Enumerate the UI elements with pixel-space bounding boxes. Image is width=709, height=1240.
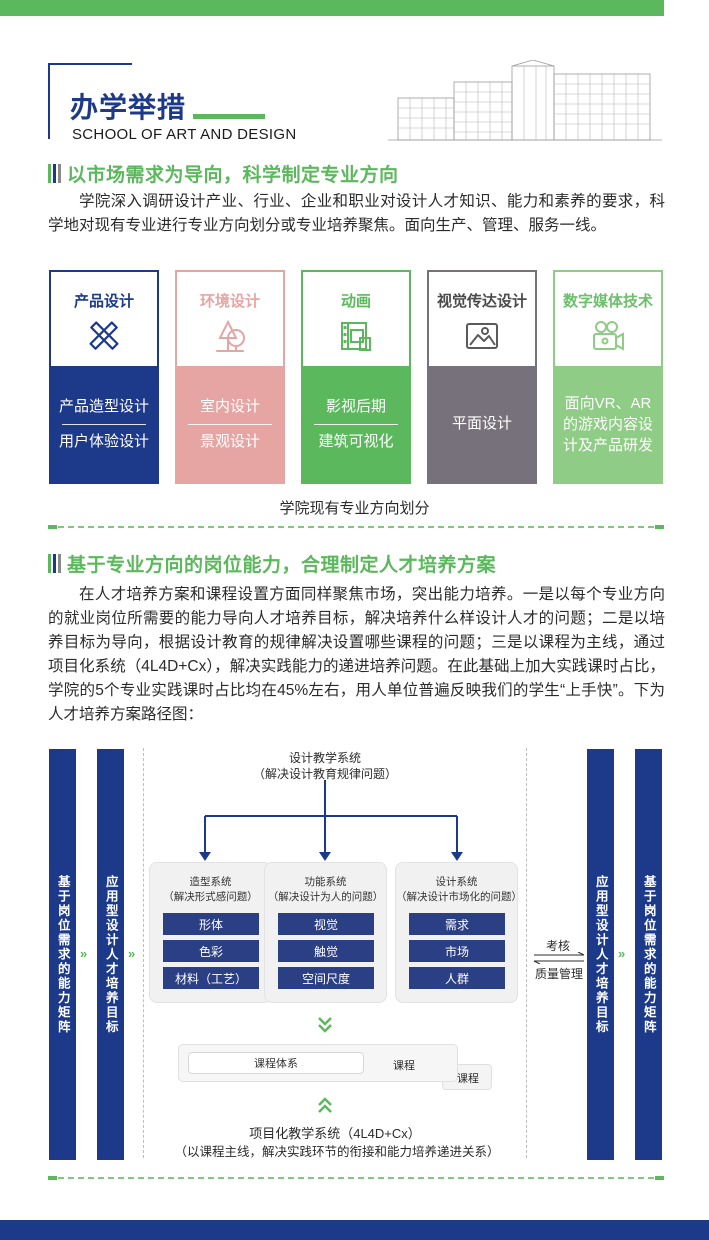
header-frame-vertical [48,63,50,139]
function-system-box: 功能系统 （解决设计为人的问题） 视觉 触觉 空间尺度 [264,862,387,1003]
section1-heading: 以市场需求为导向，科学制定专业方向 [48,161,399,186]
system-item: 视觉 [278,913,374,935]
section2-title: 基于专业方向的岗位能力，合理制定人才培养方案 [67,554,497,576]
card-title: 视觉传达设计 [436,293,527,310]
title-underline [193,114,265,119]
system-item: 需求 [409,913,505,935]
pencil-ruler-icon [89,321,119,350]
system-item: 人群 [409,967,505,989]
chevron-right-icon: » [618,946,626,961]
double-arrow-icon [533,952,585,964]
dashed-divider [48,1177,664,1179]
system-title: 设计系统 [435,876,478,888]
assessment-label: 考核 [545,939,570,953]
project-teaching-title: 项目化教学系统（4L4D+Cx） [249,1126,421,1141]
top-accent-bar [0,0,664,16]
card-bottom: 影视后期 建筑可视化 [303,366,409,482]
project-teaching-sub: （以课程主线，解决实践环节的衔接和能力培养递进关系） [174,1145,500,1159]
card-line: 景观设计 [199,432,260,450]
page-subtitle: SCHOOL OF ART AND DESIGN [72,126,297,143]
system-item: 色彩 [163,940,259,962]
connector-arrows-icon [199,780,463,861]
card-product-design: 产品设计 产品造型设计 用户体验设计 [49,270,159,484]
left-outer-column: 基于岗位需求的能力矩阵 [49,749,76,1160]
divider-cap [48,525,57,529]
picture-icon [466,323,498,349]
chevron-right-icon: » [128,946,136,961]
section2-heading: 基于专业方向的岗位能力，合理制定人才培养方案 [48,551,497,576]
card-bottom: 产品造型设计 用户体验设计 [51,366,157,482]
right-outer-column: 基于岗位需求的能力矩阵 [635,749,662,1160]
design-teaching-sub: （解决设计教育规律问题） [252,767,397,781]
card-bottom: 面向VR、AR的游戏内容设计及产品研发 [555,366,661,482]
system-item: 触觉 [278,940,374,962]
section1-paragraph: 学院深入调研设计产业、行业、企业和职业对设计人才知识、能力和素养的要求，科学地对… [48,193,665,234]
design-teaching-title: 设计教学系统 [288,751,361,765]
tree-icon [216,319,245,352]
section1-bars-icon [48,163,61,183]
card-line: 平面设计 [451,415,512,432]
card-bottom: 平面设计 [429,366,535,482]
card-bottom: 室内设计 景观设计 [177,366,283,482]
card-digital-media: 数字媒体技术 面向VR、AR的游戏内容设计及产品研发 [553,270,663,484]
system-item: 空间尺度 [278,967,374,989]
camera-icon [593,321,624,351]
chevron-right-icon: » [80,946,88,961]
card-divider [187,423,273,425]
section2-paragraph: 在人才培养方案和课程设置方面同样聚焦市场，突出能力培养。一是以每个专业方向的就业… [48,586,665,723]
course-label: 课程 [457,1073,479,1085]
card-divider [61,423,147,425]
left-inner-column: 应用型设计人才培养目标 [97,749,124,1160]
card-line: 产品造型设计 [58,397,149,415]
system-item: 材料（工艺） [163,967,259,989]
left-inner-label: 应用型设计人才培养目标 [103,874,118,1035]
system-title: 功能系统 [304,876,347,888]
card-line: 建筑可视化 [318,432,394,450]
right-outer-label: 基于岗位需求的能力矩阵 [641,874,656,1035]
card-animation: 动画 影视后期 建筑可视化 [301,270,411,484]
card-line: 室内设计 [199,397,260,415]
card-title: 动画 [340,293,371,310]
page-title: 办学举措 [70,92,187,123]
course-label: 课程 [393,1060,415,1072]
section2-bars-icon [48,553,61,573]
card-line: 面向VR、AR的游戏内容设计及产品研发 [562,394,653,454]
right-inner-column: 应用型设计人才培养目标 [587,749,614,1160]
header-frame-horizontal [48,63,132,65]
dashed-divider [48,526,664,528]
bottom-accent-bar [0,1220,709,1240]
film-icon [341,322,371,351]
system-item: 市场 [409,940,505,962]
design-system-box: 设计系统 （解决设计市场化的问题） 需求 市场 人群 [395,862,522,1003]
divider-cap [655,525,664,529]
card-title: 产品设计 [73,293,134,310]
card-visual-communication: 视觉传达设计 平面设计 [427,270,537,484]
left-outer-label: 基于岗位需求的能力矩阵 [55,874,70,1035]
building-sketch-icon [388,60,662,141]
card-line: 用户体验设计 [58,432,149,450]
chevron-down-icon [318,1017,332,1033]
system-item: 形体 [163,913,259,935]
course-system-box: 课程体系 [188,1052,364,1074]
cards-caption: 学院现有专业方向划分 [279,500,430,517]
modeling-system-box: 造型系统 （解决形式感问题） 形体 色彩 材料（工艺） [149,862,272,1003]
divider-cap [655,1176,664,1180]
divider-cap [48,1176,57,1180]
system-sub: （解决形式感问题） [163,891,258,903]
quality-label: 质量管理 [534,967,583,981]
section1-title: 以市场需求为导向，科学制定专业方向 [67,164,399,186]
right-inner-label: 应用型设计人才培养目标 [593,874,608,1035]
system-sub: （解决设计市场化的问题） [396,891,522,903]
card-line: 影视后期 [325,397,386,415]
card-title: 环境设计 [199,293,260,310]
card-divider [313,423,399,425]
system-sub: （解决设计为人的问题） [267,891,384,903]
diagram-frame [143,748,527,1158]
chevron-up-icon [318,1097,332,1113]
card-title: 数字媒体技术 [562,293,653,310]
system-title: 造型系统 [189,876,232,888]
card-environment-design: 环境设计 室内设计 景观设计 [175,270,285,484]
